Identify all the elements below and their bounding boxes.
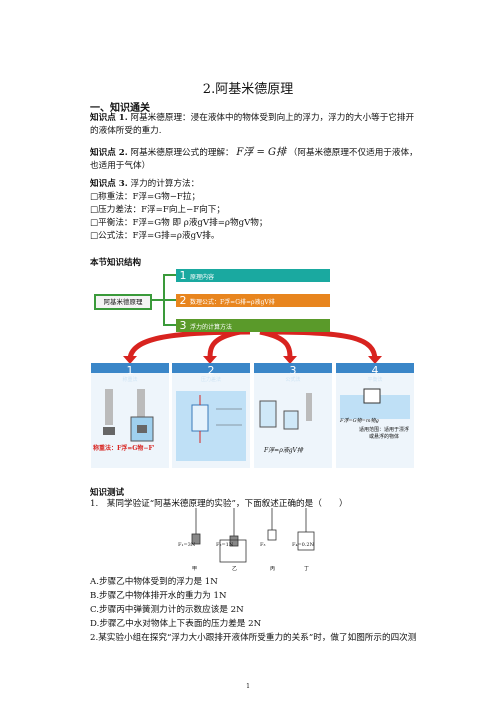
kp-text: （阿基米德原理不仅适用于液体，也适用于气体）: [90, 148, 418, 171]
panel-weighing: 1 称重法 称重法：F浮=G物−F': [91, 363, 169, 468]
method-item: □压力差法：F浮=F向上−F向下；: [90, 205, 225, 215]
kp-label: 知识点 2.: [90, 148, 128, 158]
root-node: 阿基米德原理: [94, 294, 152, 310]
option-c: C.步骤丙中弹簧测力计的示数应该是 2N: [90, 605, 244, 615]
kp-text: 阿基米德原理公式的理解：: [130, 148, 234, 158]
svg-text:F₄=0.2N: F₄=0.2N: [292, 542, 315, 548]
option-a: A.步骤乙中物体受到的浮力是 1N: [90, 577, 218, 587]
structure-heading: 本节知识结构: [90, 258, 142, 268]
knowledge-point-1: 知识点 1. 阿基米德原理：浸在液体中的物体受到向上的浮力，浮力的大小等于它排开…: [90, 112, 420, 138]
fig-label: F₁=3N: [178, 542, 196, 548]
question-1-stem: 1. 某同学验证“阿基米德原理的实验”，下面叙述正确的是（ ）: [90, 499, 348, 509]
overflow-cup-figure: [259, 393, 312, 430]
method-item: □公式法：F浮=G排=ρ液gV排。: [90, 231, 220, 241]
formula-method-formula: F浮=ρ液gV排: [264, 447, 303, 454]
spring-scale-figure: [103, 389, 154, 442]
method-item: □称重法：F浮=G物−F拉；: [90, 192, 201, 202]
kp-text: 阿基米德原理：浸在液体中的物体受到向上的浮力，浮力的大小等于它排开的液体所受的重…: [90, 113, 415, 136]
weighing-formula: 称重法：F浮=G物−F': [93, 445, 155, 452]
floating-block-figure: [340, 388, 410, 419]
kp-label: 知识点 3.: [90, 179, 128, 189]
option-b: B.步骤乙中物体排开水的重力为 1N: [90, 591, 227, 601]
question-2-stem: 2.某实验小组在探究“浮力大小跟排开液体所受重力的关系”时，做了如图所示的四次测: [90, 633, 417, 643]
svg-text:乙: 乙: [232, 565, 237, 572]
svg-text:F₂=1N: F₂=1N: [216, 542, 234, 548]
svg-text:丙: 丙: [270, 566, 275, 572]
cube-in-water-figure: [176, 391, 246, 461]
svg-text:F₃: F₃: [260, 542, 265, 548]
diagram-connectors: [123, 274, 382, 364]
panel-balance: 4 平衡法 F浮=G物=m物g 适用范围：适用于漂浮或悬浮的物体: [336, 363, 414, 468]
svg-text:丁: 丁: [304, 566, 309, 572]
kp-label: 知识点 1.: [90, 113, 128, 123]
balance-formula: F浮=G物=m物g: [340, 418, 379, 424]
knowledge-point-2: 知识点 2. 阿基米德原理公式的理解： F浮 = G排 （阿基米德原理不仅适用于…: [90, 146, 422, 173]
section-heading: 一、知识通关: [90, 103, 150, 114]
panel-formula-method: 3 公式法 F浮=ρ液gV排: [254, 363, 332, 468]
option-d: D.步骤乙中水对物体上下表面的压力差是 2N: [90, 619, 262, 629]
kp-text: 浮力的计算方法：: [130, 179, 200, 189]
svg-text:甲: 甲: [192, 566, 197, 572]
knowledge-point-3: 知识点 3. 浮力的计算方法： □称重法：F浮=G物−F拉； □压力差法：F浮=…: [90, 178, 390, 243]
panel-pressure-difference: 2 压力差法: [172, 363, 250, 468]
question-1-figure: F₁=3N F₂=1N F₃ F₄=0.2N 甲 乙 丙 丁: [178, 508, 315, 572]
method-item: □平衡法：F浮=G物 即 ρ液gV排=ρ物gV物；: [90, 218, 268, 228]
balance-note: 适用范围：适用于漂浮或悬浮的物体: [358, 427, 409, 440]
formula: F浮 = G排: [236, 147, 287, 158]
test-heading: 知识测试: [90, 488, 125, 498]
page-number: 1: [246, 683, 250, 690]
page-title: 2.阿基米德原理: [202, 82, 294, 97]
